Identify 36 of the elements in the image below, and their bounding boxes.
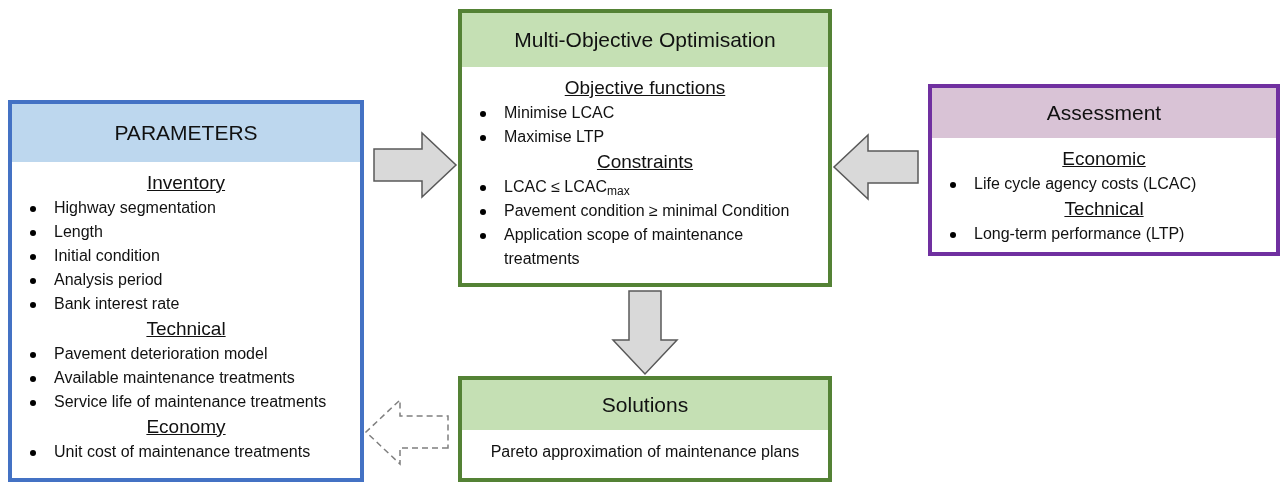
bullet-item: Highway segmentation <box>24 196 348 220</box>
bullet-item: LCAC ≤ LCAC$_{max}$ <box>474 175 816 199</box>
section-heading: Technical <box>1064 197 1144 221</box>
section-heading: Objective functions <box>564 76 726 100</box>
title-band: Solutions <box>462 380 828 430</box>
bullet-item: Unit cost of maintenance treatments <box>24 440 348 464</box>
block-arrow <box>373 131 458 199</box>
body-text: Pareto approximation of maintenance plans <box>490 442 800 462</box>
bullet-item: Pavement condition ≥ minimal Condition <box>474 199 816 223</box>
section-heading: Inventory <box>146 171 226 195</box>
block-arrow <box>832 133 919 201</box>
bullet-item: Maximise LTP <box>474 125 816 149</box>
bullet-item: Initial condition <box>24 244 348 268</box>
process-box <box>458 9 832 287</box>
bullet-item: Available maintenance treatments <box>24 366 348 390</box>
bullet-item: Life cycle agency costs (LCAC) <box>944 172 1264 196</box>
process-box <box>928 84 1280 256</box>
bullet-item: Analysis period <box>24 268 348 292</box>
title-band: PARAMETERS <box>12 104 360 162</box>
bullet-item: Minimise LCAC <box>474 101 816 125</box>
section-heading: Constraints <box>596 150 694 174</box>
bullet-item: Long-term performance (LTP) <box>944 222 1264 246</box>
section-heading: Economy <box>146 415 226 439</box>
process-box <box>8 100 364 482</box>
bullet-item: Length <box>24 220 348 244</box>
bullet-item: Bank interest rate <box>24 292 348 316</box>
section-heading: Economic <box>1062 147 1146 171</box>
section-heading: Technical <box>146 317 226 341</box>
dashed-block-arrow <box>364 398 449 466</box>
title-band: Assessment <box>932 88 1276 138</box>
block-arrow <box>611 290 679 376</box>
bullet-item: Application scope of maintenance treatments <box>474 223 816 271</box>
bullet-item: Service life of maintenance treatments <box>24 390 348 414</box>
title-band: Multi-Objective Optimisation <box>462 13 828 67</box>
bullet-item: Pavement deterioration model <box>24 342 348 366</box>
process-box <box>458 376 832 482</box>
